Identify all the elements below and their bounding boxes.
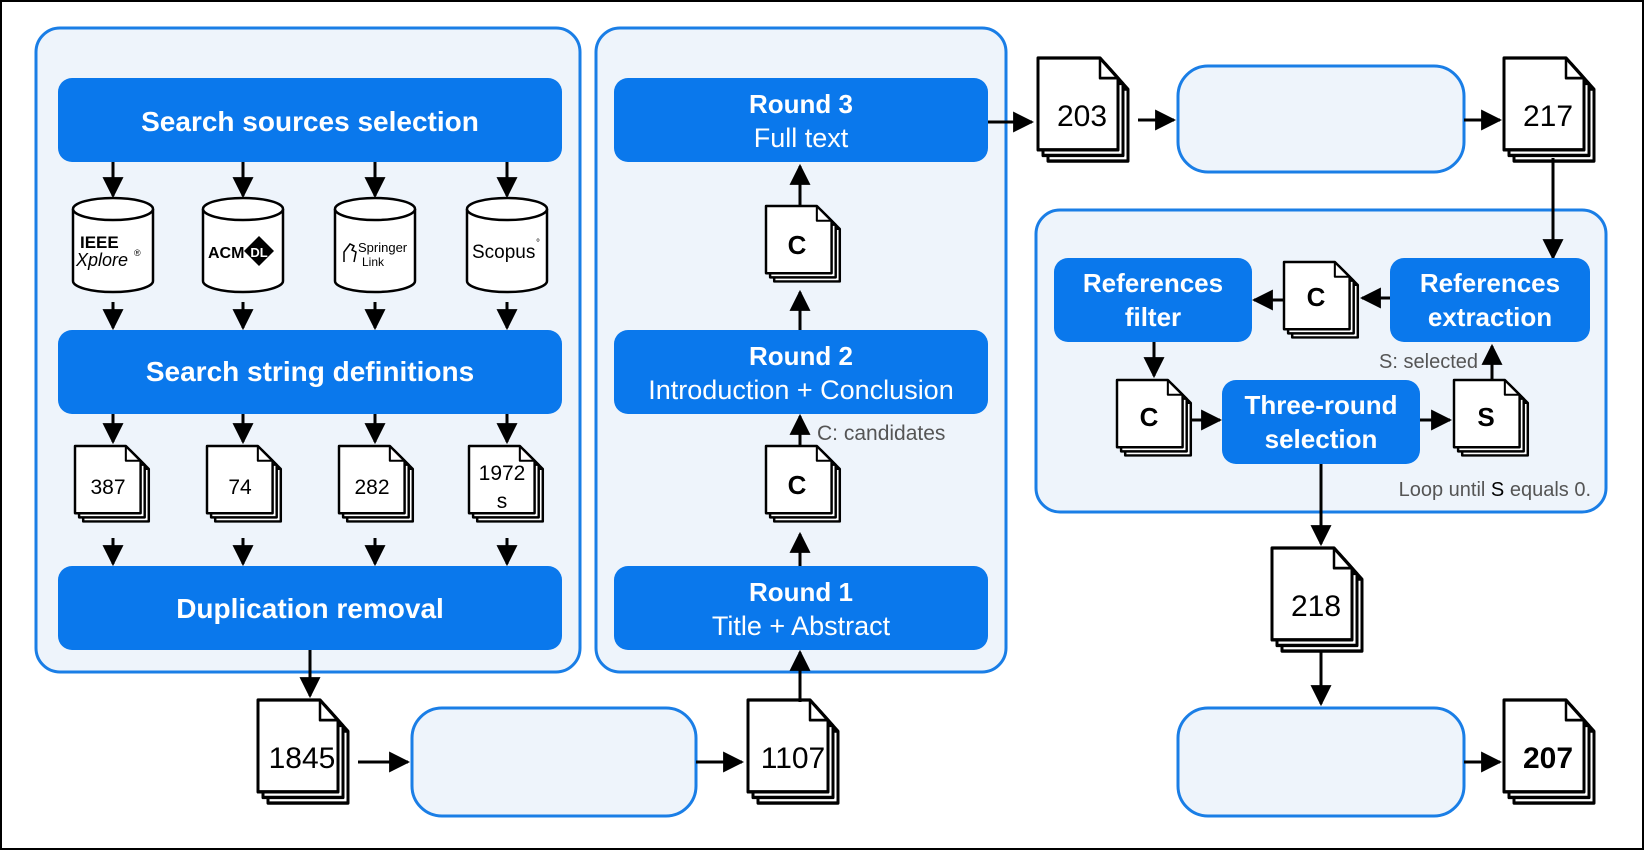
database-acm: ACM DL <box>201 196 285 294</box>
loop-s: S <box>1491 479 1504 501</box>
filter-line1: References <box>1083 268 1223 298</box>
references-filter-box <box>1054 258 1252 342</box>
scopus-label: Scopus <box>472 242 535 263</box>
round3-box <box>614 78 988 162</box>
round1-title: Round 1 <box>749 577 853 607</box>
search-string-label: Search string definitions <box>146 356 474 387</box>
ieee-label: IEEE <box>80 233 119 252</box>
database-scopus: Scopus ° <box>465 196 549 294</box>
count-203: 203 <box>1057 100 1107 133</box>
round2-box <box>614 330 988 414</box>
candidates-legend: C: candidates <box>817 422 945 445</box>
references-extraction-box <box>1390 258 1590 342</box>
selection-line2: selection <box>1265 424 1378 454</box>
dedup-label: Duplication removal <box>176 593 444 624</box>
extraction-line1: References <box>1420 268 1560 298</box>
filter-box-top <box>1176 64 1466 174</box>
search-sources-box <box>58 78 562 162</box>
extraction-line2: extraction <box>1428 302 1552 332</box>
round2-subtitle: Introduction + Conclusion <box>648 375 953 405</box>
selected-legend: S: selected <box>1379 351 1478 373</box>
acm-dl-diamond-icon <box>244 236 274 266</box>
c-snowball-bottom-label: C <box>1140 402 1159 432</box>
count-scopus: 1972 <box>479 462 526 485</box>
database-springer: Springer Link <box>333 196 417 294</box>
round1-subtitle: Title + Abstract <box>712 611 891 641</box>
count-springer: 282 <box>354 476 389 499</box>
arrows-counts-to-dedup <box>102 538 518 567</box>
xplore-label: Xplore <box>75 250 128 270</box>
s-label: S <box>1477 402 1494 432</box>
springer-label: Springer <box>358 240 408 255</box>
round2-title: Round 2 <box>749 341 853 371</box>
filter-box-bottom <box>410 706 698 818</box>
arrows-db-to-string <box>102 302 518 331</box>
search-string-box <box>58 330 562 414</box>
count-1107: 1107 <box>761 742 826 775</box>
acm-label: ACM <box>208 245 244 262</box>
dedup-box <box>58 566 562 650</box>
count-218: 218 <box>1291 590 1341 623</box>
count-acm: 74 <box>228 476 252 499</box>
filter-line2: filter <box>1125 302 1181 332</box>
round3-title: Round 3 <box>749 89 853 119</box>
selection-line1: Three-round <box>1244 390 1397 420</box>
scopus-mark: ° <box>536 238 540 249</box>
springer-horse-icon <box>343 243 357 263</box>
loop-legend: Loop until S equals 0. <box>1399 479 1591 501</box>
c-upper-label: C <box>788 230 807 260</box>
count-217: 217 <box>1523 100 1573 133</box>
search-sources-label: Search sources selection <box>141 106 479 137</box>
ieee-registered-mark: ® <box>134 248 141 258</box>
count-207: 207 <box>1523 742 1573 775</box>
count-1845: 1845 <box>269 742 336 775</box>
c-lower-label: C <box>788 470 807 500</box>
c-snowball-top-label: C <box>1307 282 1326 312</box>
acm-dl-badge: DL <box>250 245 267 260</box>
count-scopus-suffix: s <box>497 490 508 513</box>
loop-pre: Loop until <box>1399 479 1491 501</box>
count-ieee: 387 <box>90 476 125 499</box>
round1-box <box>614 566 988 650</box>
filter-box-final <box>1176 706 1466 818</box>
database-ieee: IEEE Xplore ® <box>71 196 155 294</box>
loop-post: equals 0. <box>1504 479 1591 501</box>
three-round-selection-box <box>1222 380 1420 464</box>
round3-subtitle: Full text <box>754 123 849 153</box>
arrows-sources-to-db <box>102 162 518 199</box>
link-label: Link <box>362 255 385 269</box>
arrows-string-to-counts <box>102 414 518 445</box>
